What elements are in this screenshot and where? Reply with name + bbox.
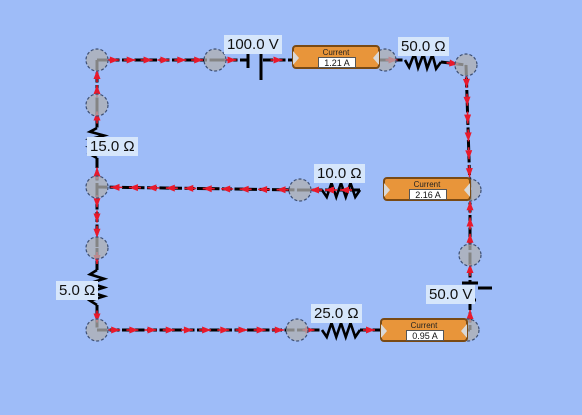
electron-flow-arrow-icon bbox=[464, 114, 472, 124]
resistor-top-right-label[interactable]: 50.0 Ω bbox=[398, 37, 449, 56]
electron-flow-arrow-icon bbox=[202, 185, 212, 193]
junction-node-icon[interactable] bbox=[85, 236, 109, 260]
electron-flow-arrow-icon bbox=[93, 167, 101, 177]
electron-flow-arrow-icon bbox=[466, 233, 474, 243]
electron-flow-arrow-icon bbox=[147, 184, 157, 192]
electron-flow-arrow-icon bbox=[177, 56, 187, 64]
electron-flow-arrow-icon bbox=[466, 264, 474, 273]
junction-node-icon[interactable] bbox=[85, 48, 109, 72]
junction-node-icon[interactable] bbox=[285, 318, 309, 342]
junction-node-icon[interactable] bbox=[458, 243, 482, 267]
junction-node-icon[interactable] bbox=[203, 48, 227, 72]
electron-flow-arrow-icon bbox=[366, 326, 375, 334]
battery-right-label[interactable]: 50.0 V bbox=[426, 285, 476, 304]
electron-flow-arrow-icon bbox=[194, 56, 204, 64]
electron-flow-arrow-icon bbox=[110, 183, 120, 191]
electron-flow-arrow-icon bbox=[462, 78, 470, 88]
ammeter-value: 1.21 A bbox=[318, 57, 356, 68]
ammeter-probe-right-icon bbox=[373, 51, 379, 65]
junction-node-icon[interactable] bbox=[288, 178, 312, 202]
ammeter-title: Current bbox=[413, 180, 441, 189]
junction-node-icon[interactable] bbox=[85, 318, 109, 342]
electron-flow-arrow-icon bbox=[220, 326, 230, 334]
electron-flow-arrow-icon bbox=[325, 186, 334, 194]
electron-flow-arrow-icon bbox=[165, 326, 175, 334]
electron-flow-arrow-icon bbox=[109, 56, 119, 64]
resistor-middle-label[interactable]: 10.0 Ω bbox=[314, 164, 365, 183]
electron-flow-arrow-icon bbox=[165, 184, 175, 192]
electron-flow-arrow-icon bbox=[464, 132, 472, 142]
battery-top-label[interactable]: 100.0 V bbox=[224, 35, 282, 54]
resistor-zigzag-icon[interactable] bbox=[320, 318, 362, 342]
electron-flow-arrow-icon bbox=[147, 326, 157, 334]
electron-flow-arrow-icon bbox=[340, 186, 349, 194]
electron-flow-arrow-icon bbox=[93, 228, 101, 238]
electron-flow-arrow-icon bbox=[227, 56, 237, 64]
ammeter-bottom[interactable]: Current 0.95 A bbox=[380, 318, 468, 342]
junction-node-icon[interactable] bbox=[85, 175, 109, 199]
electron-flow-arrow-icon bbox=[221, 185, 231, 193]
electron-flow-arrow-icon bbox=[238, 326, 248, 334]
resistor-bottom-label[interactable]: 25.0 Ω bbox=[311, 304, 362, 323]
electron-flow-arrow-icon bbox=[126, 56, 136, 64]
electron-flow-arrow-icon bbox=[466, 217, 474, 227]
electron-flow-arrow-icon bbox=[93, 213, 101, 223]
ammeter-probe-right-icon bbox=[461, 324, 467, 338]
ammeter-value: 0.95 A bbox=[406, 330, 444, 341]
electron-flow-arrow-icon bbox=[466, 201, 474, 211]
electron-flow-arrow-icon bbox=[310, 186, 319, 194]
electron-flow-arrow-icon bbox=[160, 56, 170, 64]
electron-flow-arrow-icon bbox=[276, 186, 286, 194]
electron-flow-arrow-icon bbox=[273, 56, 283, 64]
resistor-zigzag-icon[interactable] bbox=[320, 178, 362, 202]
junction-node-icon[interactable] bbox=[454, 53, 478, 77]
ammeter-probe-left-icon bbox=[384, 183, 390, 197]
electron-flow-arrow-icon bbox=[183, 326, 193, 334]
battery-layer bbox=[246, 44, 492, 302]
ammeter-middle[interactable]: Current 2.16 A bbox=[383, 177, 471, 201]
electron-flow-arrow-icon bbox=[111, 326, 121, 334]
ammeter-probe-left-icon bbox=[381, 324, 387, 338]
electron-flow-arrow-icon bbox=[463, 96, 471, 106]
electron-flow-arrow-icon bbox=[256, 326, 266, 334]
ammeter-title: Current bbox=[322, 48, 350, 57]
ammeter-probe-right-icon bbox=[464, 183, 470, 197]
electron-flow-arrow-icon bbox=[449, 59, 459, 67]
electron-flow-arrow-icon bbox=[143, 56, 153, 64]
electron-flow-arrow-icon bbox=[93, 198, 101, 208]
electron-flow-arrow-icon bbox=[465, 168, 473, 178]
junction-node-icon[interactable] bbox=[85, 93, 109, 117]
electron-flow-arrow-icon bbox=[465, 150, 473, 160]
electron-flow-arrow-icon bbox=[239, 185, 249, 193]
junction-layer bbox=[85, 48, 482, 342]
electron-flow-arrow-icon bbox=[466, 310, 474, 319]
ammeter-top[interactable]: Current 1.21 A bbox=[292, 45, 380, 69]
resistor-left-lower-label[interactable]: 5.0 Ω bbox=[56, 281, 99, 300]
electron-flow-arrow-icon bbox=[258, 186, 268, 194]
ammeter-probe-left-icon bbox=[293, 51, 299, 65]
electron-flow-arrow-icon bbox=[274, 326, 284, 334]
ammeter-value: 2.16 A bbox=[409, 189, 447, 200]
resistor-left-upper-label[interactable]: 15.0 Ω bbox=[87, 137, 138, 156]
electron-flow-arrow-icon bbox=[93, 313, 101, 323]
electron-flow-arrow-icon bbox=[202, 326, 212, 334]
electron-flow-arrow-icon bbox=[93, 70, 101, 79]
electron-flow-arrow-icon bbox=[128, 184, 138, 192]
electron-flow-arrow-icon bbox=[93, 85, 101, 94]
electron-flow-arrow-icon bbox=[129, 326, 139, 334]
ammeter-title: Current bbox=[410, 321, 438, 330]
electron-flow-arrow-icon bbox=[184, 184, 194, 192]
